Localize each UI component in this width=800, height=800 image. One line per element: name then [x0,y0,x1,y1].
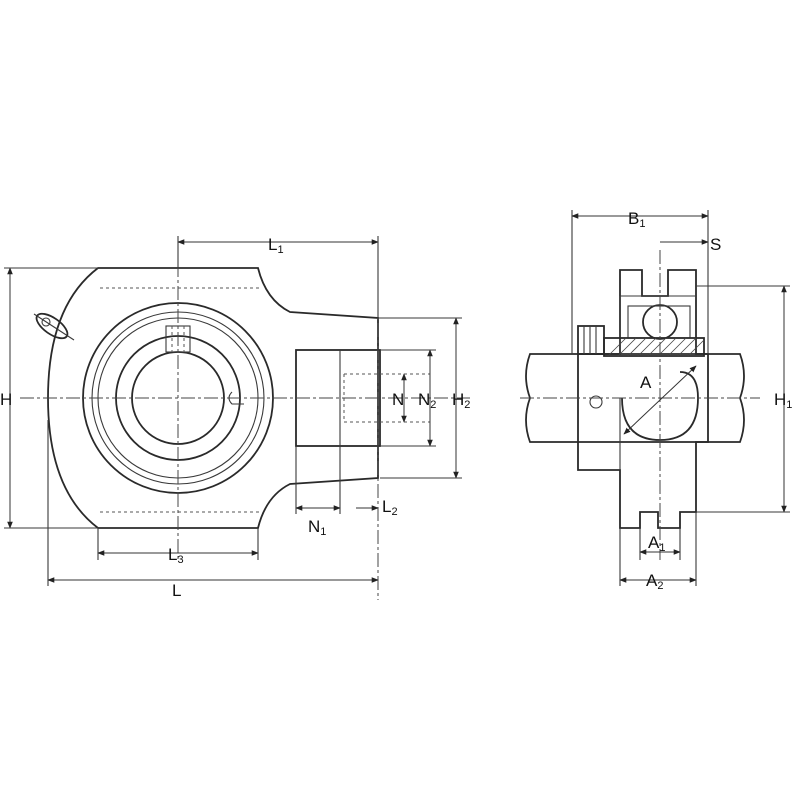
label-s: S [710,235,721,254]
label-n1: N1 [308,517,326,538]
label-l2: L2 [382,497,398,518]
label-a: A [640,373,652,392]
label-l3: L3 [168,545,184,566]
front-view: L1 H N N2 H2 L2 N1 L3 L [0,235,470,600]
label-n2: N2 [418,390,436,411]
label-a1: A1 [648,533,665,554]
label-h: H [0,390,12,409]
shaft [525,353,745,443]
label-h2: H2 [452,390,470,411]
label-h1: H1 [774,390,792,411]
grease-fitting-icon [33,312,75,341]
label-n: N [392,390,404,409]
side-set-screw [577,325,605,355]
label-l1: L1 [268,235,284,256]
side-view: B1 S A H1 A1 A2 [520,209,792,592]
label-a2: A2 [646,571,663,592]
label-b1: B1 [628,209,645,230]
side-housing [577,269,709,529]
label-l: L [172,581,181,600]
